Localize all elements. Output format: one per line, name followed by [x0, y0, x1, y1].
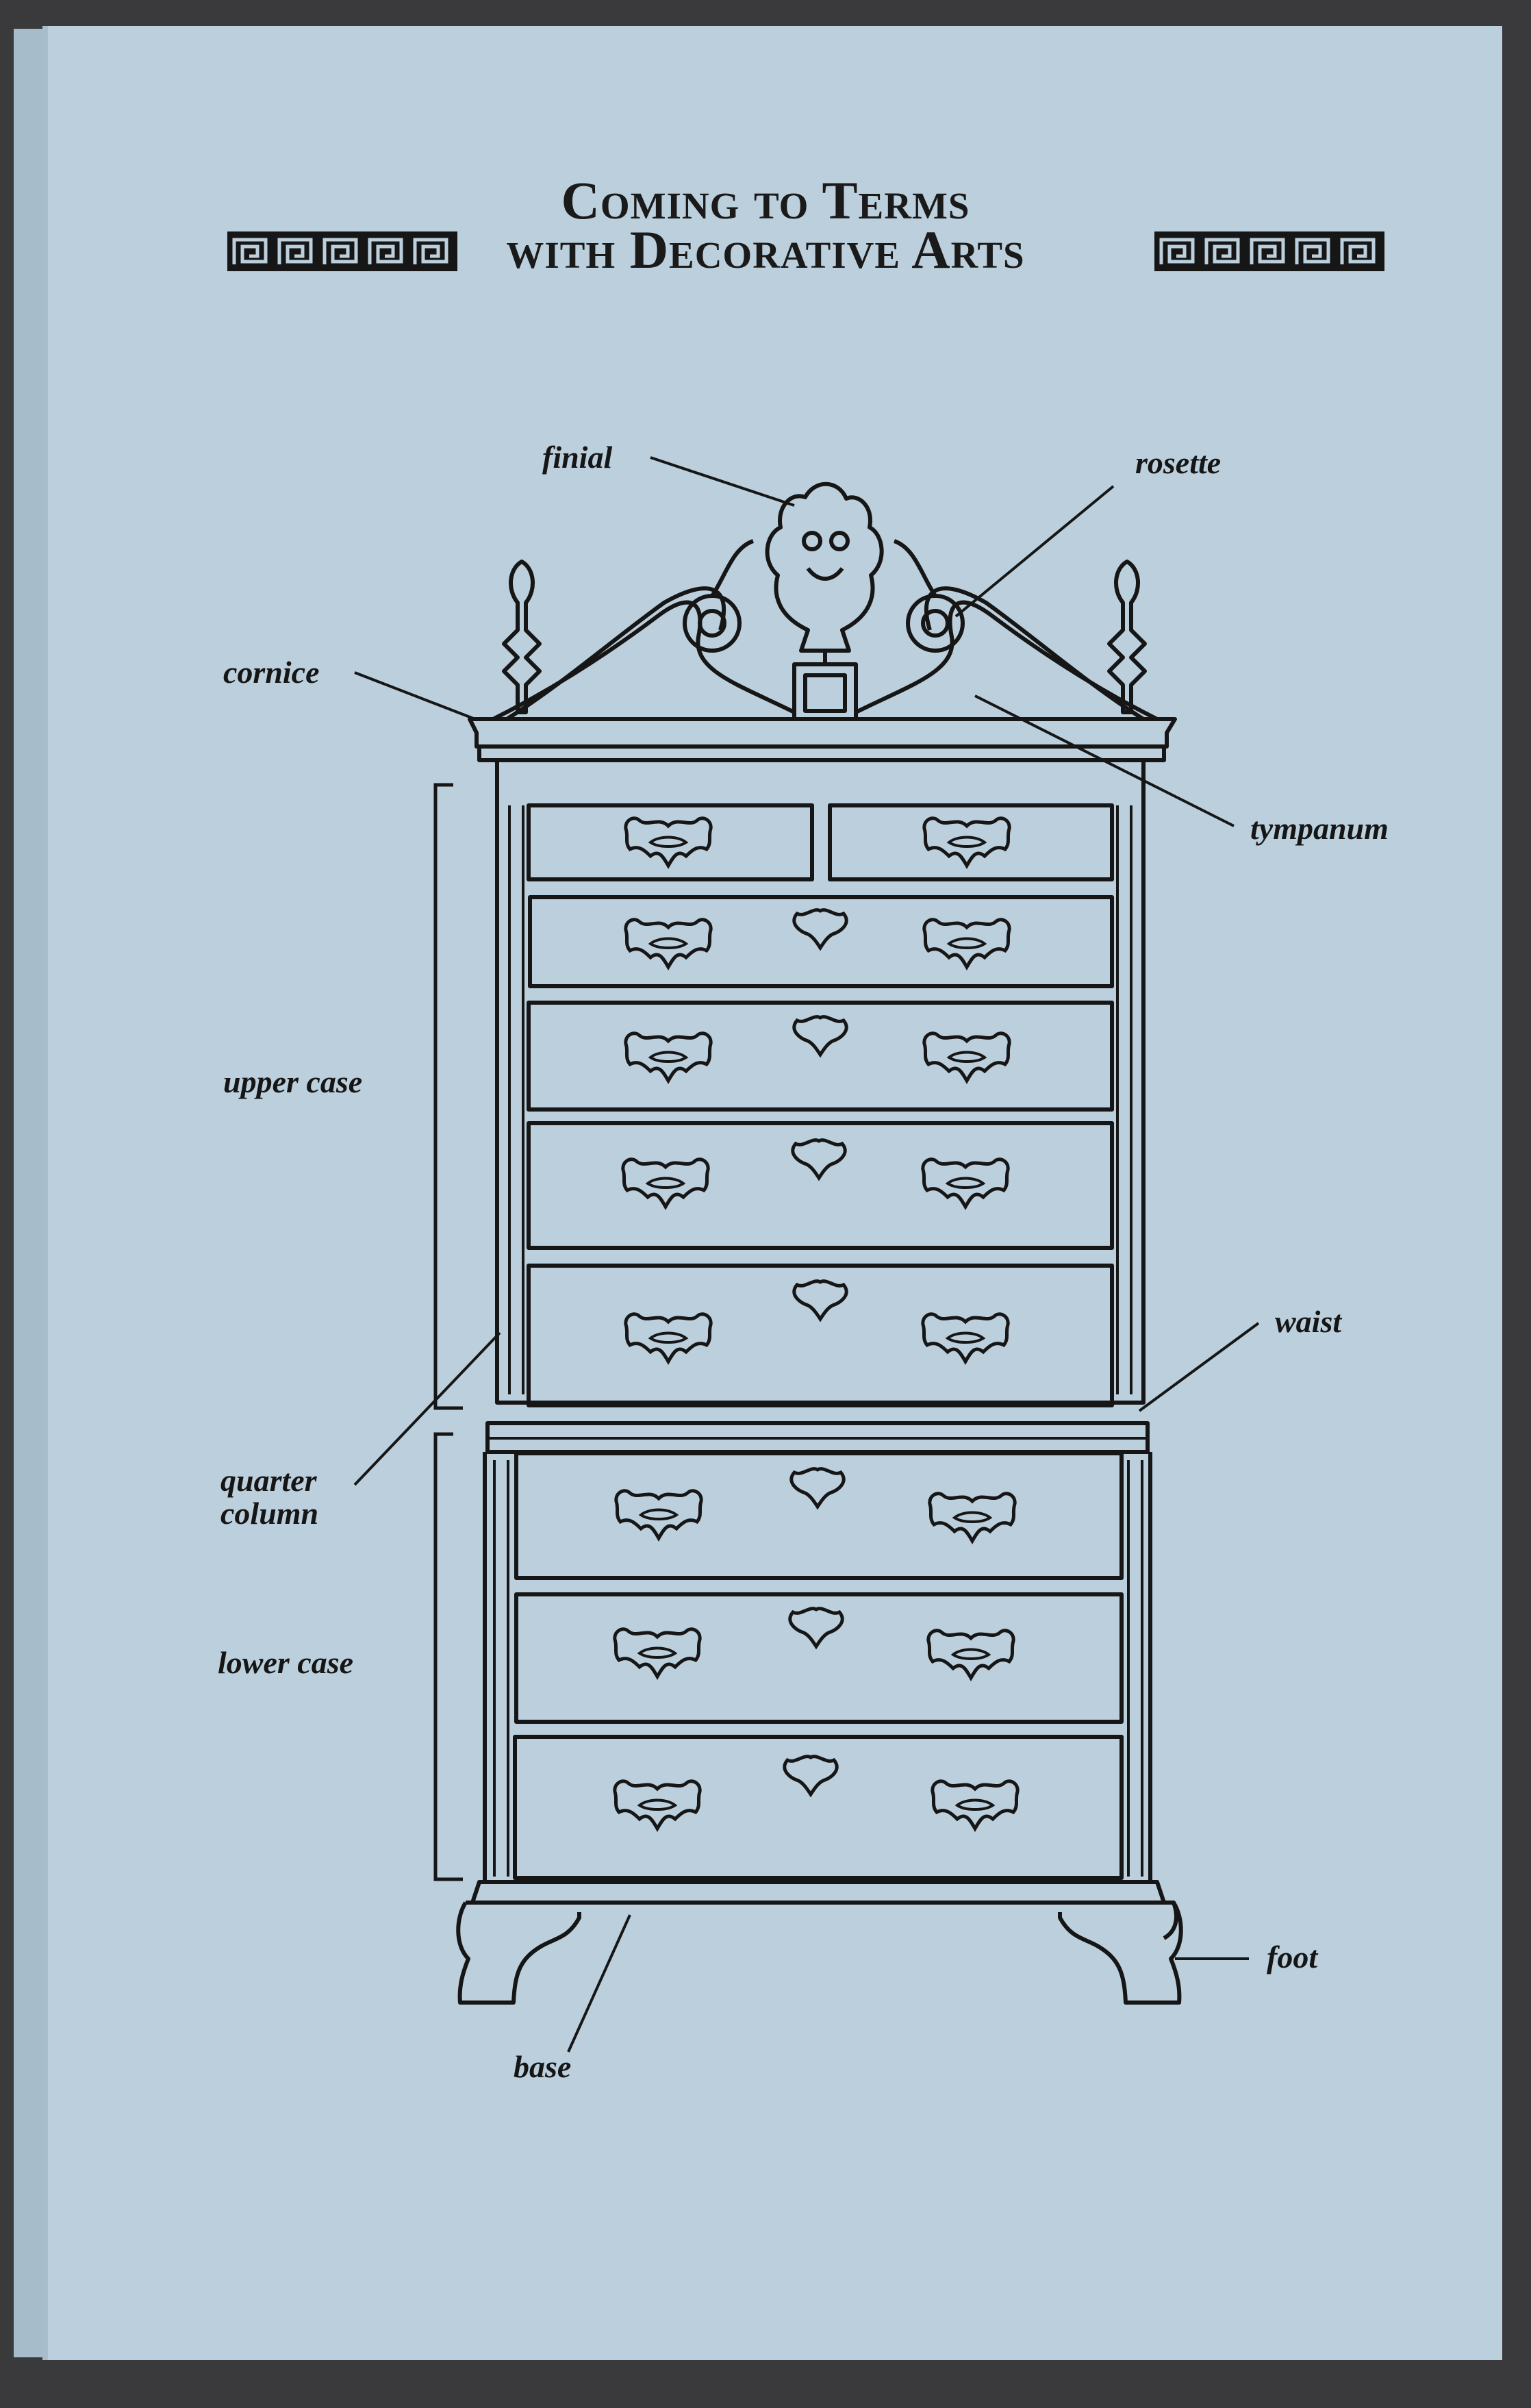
adjacent-page-edge: [14, 29, 42, 2357]
label-quarter-column-line2: column: [220, 1496, 319, 1531]
drawer-6: [514, 1451, 1124, 1580]
cornice-molding: [468, 717, 1177, 749]
left-foot: [456, 1901, 581, 2005]
leader-cornice: [354, 671, 476, 720]
drawer-2: [528, 895, 1114, 988]
page-sheet: [42, 26, 1502, 2360]
label-finial: finial: [542, 440, 613, 475]
greek-key-border-right-icon: [1154, 231, 1384, 271]
drawer-5: [527, 1264, 1114, 1407]
drawer-brasses: [615, 818, 1017, 1829]
page-title-line-2: with Decorative Arts: [506, 220, 1025, 279]
lower-case-frame: [483, 1452, 1152, 1884]
waist-molding: [485, 1421, 1150, 1454]
upper-case-bracket: [433, 783, 463, 1410]
base-molding: [470, 1880, 1166, 1905]
lower-case-bracket: [433, 1432, 463, 1881]
left-finial: [502, 560, 542, 714]
right-finial: [1107, 560, 1147, 714]
label-foot: foot: [1267, 1940, 1318, 1974]
greek-key-border-left-icon: [227, 231, 457, 271]
label-cornice: cornice: [223, 655, 320, 690]
drawer-7: [514, 1592, 1124, 1724]
leader-quarter-column: [353, 1331, 501, 1486]
leader-tympanum: [974, 694, 1235, 827]
label-tympanum: tympanum: [1250, 811, 1389, 846]
leader-rosette: [954, 485, 1115, 618]
label-base: base: [514, 2049, 572, 2084]
upper-case-frame: [495, 760, 1146, 1405]
drawer-4: [527, 1121, 1114, 1250]
label-quarter-column-line1: quarter: [220, 1463, 317, 1498]
label-lower-case: lower case: [218, 1645, 354, 1680]
center-finial: [765, 481, 884, 664]
drawer-3: [527, 1001, 1114, 1112]
label-rosette: rosette: [1135, 445, 1222, 480]
drawer-top-right: [828, 803, 1114, 881]
label-waist: waist: [1275, 1304, 1342, 1339]
leader-base: [567, 1914, 631, 2053]
leader-waist: [1138, 1322, 1260, 1412]
right-foot: [1058, 1901, 1183, 2005]
drawer-top-left: [527, 803, 814, 881]
drawer-8: [513, 1735, 1124, 1880]
page-title-line-1: Coming to Terms: [561, 171, 970, 230]
label-upper-case: upper case: [223, 1064, 363, 1099]
leader-finial: [650, 456, 795, 507]
